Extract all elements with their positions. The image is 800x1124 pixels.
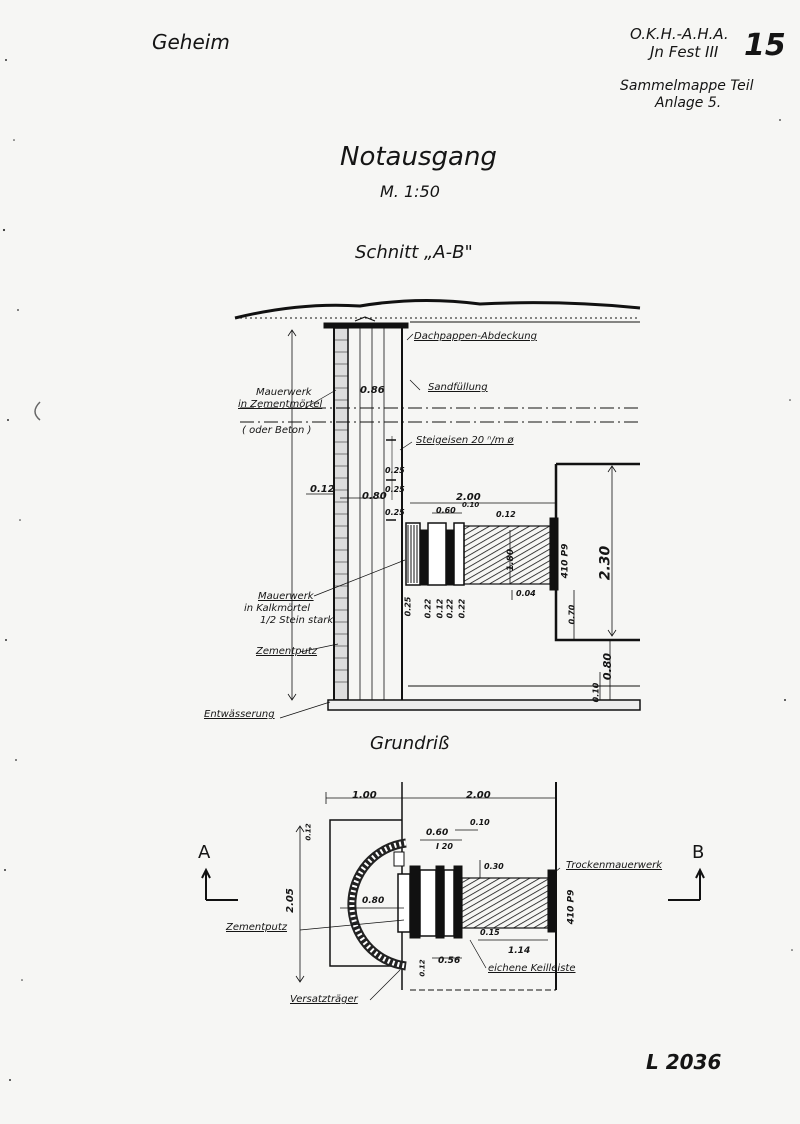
label-oak-wedge: eichene Keilleiste	[488, 963, 576, 974]
dim-0-22-c: 0.22	[457, 598, 467, 619]
scan-speckle	[2, 59, 793, 1081]
dim-0-12-b: 0.12	[496, 510, 516, 519]
label-roof-cover: Dachpappen-Abdeckung	[414, 331, 537, 342]
terrain-line	[234, 298, 641, 320]
plan-dim-410-p9: 410 P9	[566, 889, 577, 925]
section-arrow-b	[668, 867, 705, 901]
dim-0-25-c: 0.25	[385, 508, 405, 517]
dim-0-22-b: 0.22	[445, 598, 455, 619]
label-masonry-cement-1: Mauerwerk	[256, 387, 312, 398]
dim-0-60: 0.60	[436, 506, 456, 515]
label-cement-plaster: Zementputz	[256, 646, 318, 657]
office-code-line1: O.K.H.-A.H.A.	[630, 25, 729, 43]
dim-0-22-a: 0.22	[423, 598, 433, 619]
label-sand-fill: Sandfüllung	[428, 382, 488, 393]
dim-0-80-b: 0.80	[601, 652, 615, 681]
section-marker-a: A	[198, 842, 211, 863]
label-masonry-cement-2: in Zementmörtel	[238, 399, 323, 410]
plan-dim-0-12-b: 0.12	[418, 959, 427, 977]
plan-dim-0-15: 0.15	[480, 928, 500, 937]
plan-dim-1-14: 1.14	[508, 946, 531, 956]
label-door-type: I 20	[436, 842, 453, 851]
dim-0-10: 0.10	[462, 501, 480, 509]
dim-0-25-d: 0.25	[403, 596, 413, 617]
label-masonry-lime-3: 1/2 Stein stark	[260, 615, 334, 626]
dim-1-80: 1.80	[506, 548, 517, 572]
dim-0-10-b: 0.10	[591, 682, 601, 703]
classification-stamp: Geheim	[152, 30, 230, 54]
plan-dim-0-10: 0.10	[470, 818, 490, 827]
plan-dim-0-12: 0.12	[304, 823, 313, 841]
label-masonry-lime-1: Mauerwerk	[258, 591, 314, 602]
label-climbing-irons: Steigeisen 20 ⁿ/m ø	[416, 435, 514, 446]
dim-0-12: 0.12	[310, 484, 335, 495]
label-masonry-lime-2: in Kalkmörtel	[244, 603, 311, 614]
plan-view	[201, 782, 705, 1001]
plan-hatched-body	[461, 877, 549, 929]
drawing-number: L 2036	[646, 1050, 722, 1074]
dim-2-00: 2.00	[456, 492, 481, 503]
section-view	[234, 298, 641, 719]
plan-heading: Grundriß	[370, 733, 450, 754]
chamber-outline	[554, 462, 640, 642]
plan-dim-0-80: 0.80	[362, 896, 385, 906]
dim-0-04: 0.04	[516, 589, 536, 598]
dim-0-12-c: 0.12	[435, 598, 445, 619]
label-extension-beam: Versatzträger	[290, 994, 358, 1005]
drawing-title: Notausgang	[340, 142, 497, 172]
dim-0-25-a: 0.25	[385, 466, 405, 475]
dim-0-70: 0.70	[567, 604, 577, 625]
label-drainage: Entwässerung	[204, 709, 275, 720]
label-plan-cement-plaster: Zementputz	[226, 922, 288, 933]
dim-0-86: 0.86	[360, 385, 385, 396]
plan-dim-0-30: 0.30	[484, 862, 504, 871]
folder-line1: Sammelmappe Teil	[620, 78, 754, 94]
passage-hatched-body	[463, 525, 551, 585]
section-arrow-a	[201, 867, 238, 901]
dim-0-25-b: 0.25	[385, 485, 405, 494]
drawing-scale: M. 1:50	[380, 182, 440, 201]
floor-slab	[327, 699, 641, 711]
plan-dim-0-56: 0.56	[438, 956, 461, 966]
folder-line2: Anlage 5.	[655, 95, 722, 111]
dim-2-30: 2.30	[597, 545, 614, 581]
label-dry-masonry: Trockenmauerwerk	[566, 860, 663, 871]
dim-410-p9: 410 P9	[560, 543, 571, 579]
handwritten-sheet-number: 15	[744, 28, 786, 63]
plan-dim-0-60: 0.60	[426, 828, 449, 838]
office-code-line2: Jn Fest III	[650, 43, 719, 61]
label-or-concrete: ( oder Beton )	[242, 425, 312, 436]
section-heading: Schnitt „A-B"	[355, 242, 473, 263]
section-marker-b: B	[692, 842, 705, 863]
plan-dim-2-00: 2.00	[466, 790, 491, 801]
plan-dim-1-00: 1.00	[352, 790, 377, 801]
dim-0-80: 0.80	[362, 491, 387, 502]
plan-dim-2-05: 2.05	[284, 888, 296, 913]
